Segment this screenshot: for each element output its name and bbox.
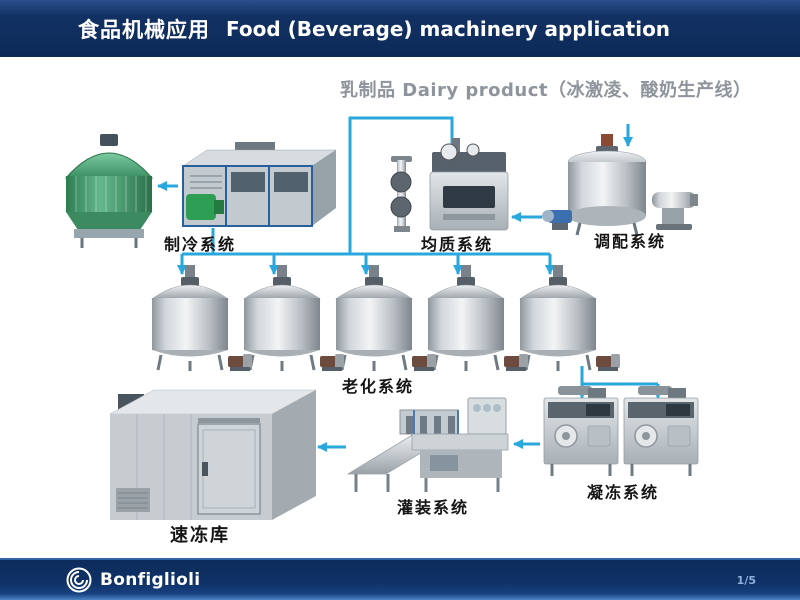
tank-pump — [504, 354, 528, 371]
label-homogenizing-system: 均质系统 — [420, 235, 494, 254]
bonfiglioli-logo-icon — [66, 567, 92, 593]
label-refrigeration-system: 制冷系统 — [163, 235, 237, 254]
colloid-mill-graphic — [652, 192, 698, 230]
subtitle: 乳制品 Dairy product（冰激凌、酸奶生产线） — [340, 80, 752, 101]
aging-tanks-graphic — [150, 263, 620, 373]
aging-tank — [426, 263, 506, 373]
pipeline-valves-graphic — [390, 156, 412, 232]
brand-name: Bonfiglioli — [100, 570, 201, 590]
tank-pump — [412, 354, 436, 371]
transfer-pump-graphic — [542, 210, 572, 230]
label-freezing-system: 凝冻系统 — [586, 483, 660, 502]
slide-title-zh: 食品机械应用 — [78, 17, 210, 42]
label-aging-system: 老化系统 — [341, 377, 415, 396]
header-bar: 食品机械应用 Food (Beverage) machinery applica… — [0, 0, 800, 57]
bonfiglioli-logo: Bonfiglioli — [66, 567, 200, 593]
filling-machine-graphic — [346, 397, 509, 492]
footer-bar: Bonfiglioli 1/5 — [0, 558, 800, 600]
label-blending-system: 调配系统 — [593, 232, 667, 251]
aging-tank — [518, 263, 598, 373]
tank-pump — [596, 354, 620, 371]
tank-pump — [320, 354, 344, 371]
cooling-tower-graphic — [64, 134, 154, 248]
quick-freeze-room-graphic — [109, 389, 317, 520]
homogenizer-graphic — [429, 138, 509, 231]
label-filling-system: 灌装系统 — [396, 498, 470, 517]
tank-pump — [228, 354, 252, 371]
label-quick-freeze-storage: 速冻库 — [170, 525, 230, 546]
ice-machine-graphic — [182, 142, 337, 227]
aging-tank — [242, 263, 322, 373]
aging-tank — [150, 263, 230, 373]
aging-tank — [334, 263, 414, 373]
slide-title-en: Food (Beverage) machinery application — [226, 16, 671, 41]
page-number: 1/5 — [736, 573, 756, 587]
blending-tank-graphic — [567, 134, 647, 236]
freezing-machine — [542, 384, 620, 478]
freezing-machine — [622, 384, 700, 478]
freezing-machines-graphic — [542, 384, 700, 478]
